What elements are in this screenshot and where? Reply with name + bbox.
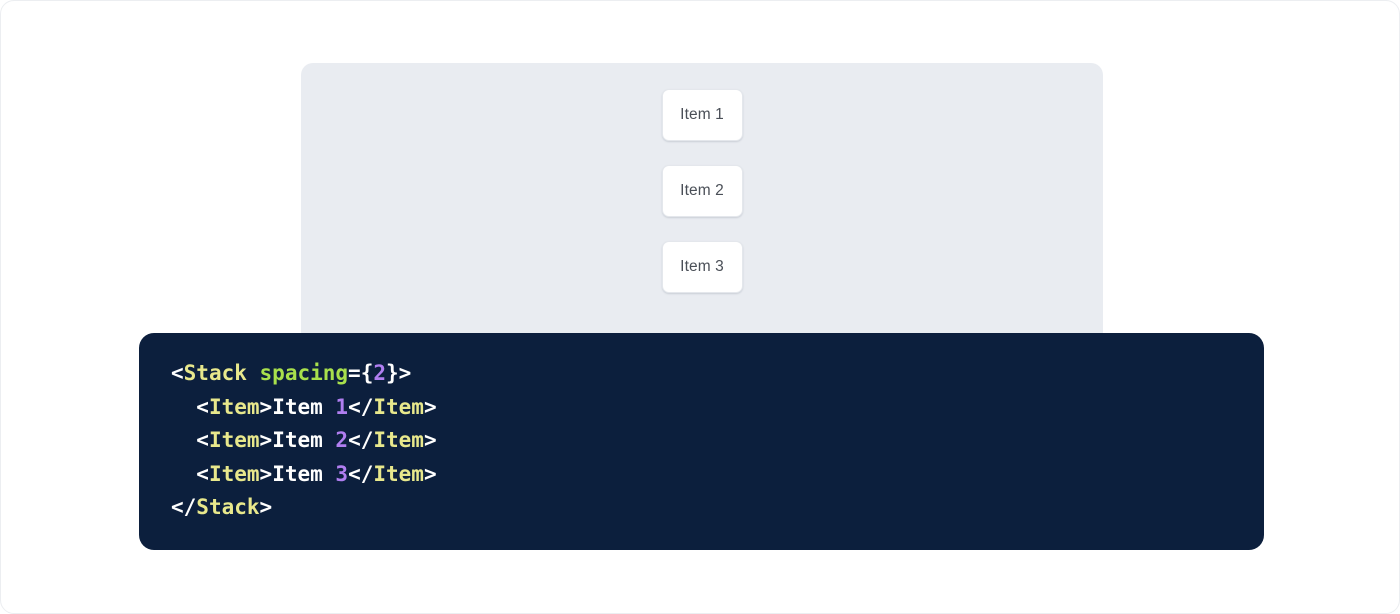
code-token-punct: >: [259, 394, 273, 419]
code-token-num: 3: [335, 461, 349, 486]
code-line: <Item>Item 3</Item>: [171, 461, 437, 486]
code-token-tag: Item: [208, 394, 260, 419]
code-line: <Stack spacing={2}>: [171, 361, 411, 385]
code-token-punct: >: [423, 461, 437, 486]
code-token-punct: </: [171, 495, 197, 520]
code-token-text: Item: [272, 394, 336, 419]
code-line: <Item>Item 1</Item>: [171, 394, 437, 419]
code-token-tag: Item: [373, 461, 424, 486]
stack-item-label: Item 2: [680, 182, 724, 199]
code-token-punct: ={: [348, 361, 374, 385]
code-token-tag: Item: [208, 461, 260, 486]
code-token-text: Item: [272, 461, 336, 486]
code-token-attr: spacing: [259, 361, 349, 385]
code-line: <Item>Item 2</Item>: [171, 428, 437, 453]
code-token-punct: >: [259, 461, 273, 486]
code-token-punct: </: [348, 394, 374, 419]
code-token-punct: <: [196, 428, 209, 453]
code-token-tag: Item: [208, 428, 260, 453]
stack-item[interactable]: Item 1: [661, 89, 743, 141]
code-token-punct: }>: [386, 361, 412, 385]
code-token-punct: </: [348, 428, 374, 453]
code-token-punct: >: [259, 428, 273, 453]
code-token-text: [247, 361, 260, 385]
code-token-num: 2: [335, 428, 349, 453]
code-token-punct: <: [171, 361, 184, 385]
code-snippet-text: <Stack spacing={2}> <Item>Item 1</Item> …: [171, 357, 1264, 525]
code-token-punct: <: [196, 394, 209, 419]
code-token-punct: >: [423, 428, 437, 453]
code-token-tag: Stack: [183, 361, 247, 385]
code-token-tag: Item: [373, 428, 424, 453]
stack-preview-panel: Item 1 Item 2 Item 3: [301, 63, 1103, 344]
stack-item-label: Item 1: [680, 106, 724, 123]
code-token-tag: Stack: [196, 495, 260, 520]
code-token-punct: >: [423, 394, 437, 419]
code-token-punct: <: [196, 461, 209, 486]
code-token-text: Item: [272, 428, 336, 453]
code-token-punct: </: [348, 461, 374, 486]
stack-container: Item 1 Item 2 Item 3: [301, 89, 1103, 293]
code-token-punct: >: [259, 495, 273, 520]
stack-item-label: Item 3: [680, 258, 724, 275]
code-token-num: 1: [335, 394, 349, 419]
code-token-num: 2: [373, 361, 386, 385]
code-line: </Stack>: [171, 495, 272, 519]
stack-item[interactable]: Item 2: [661, 165, 743, 217]
code-token-tag: Item: [373, 394, 424, 419]
stack-item[interactable]: Item 3: [661, 241, 743, 293]
code-snippet-block: <Stack spacing={2}> <Item>Item 1</Item> …: [139, 333, 1264, 550]
